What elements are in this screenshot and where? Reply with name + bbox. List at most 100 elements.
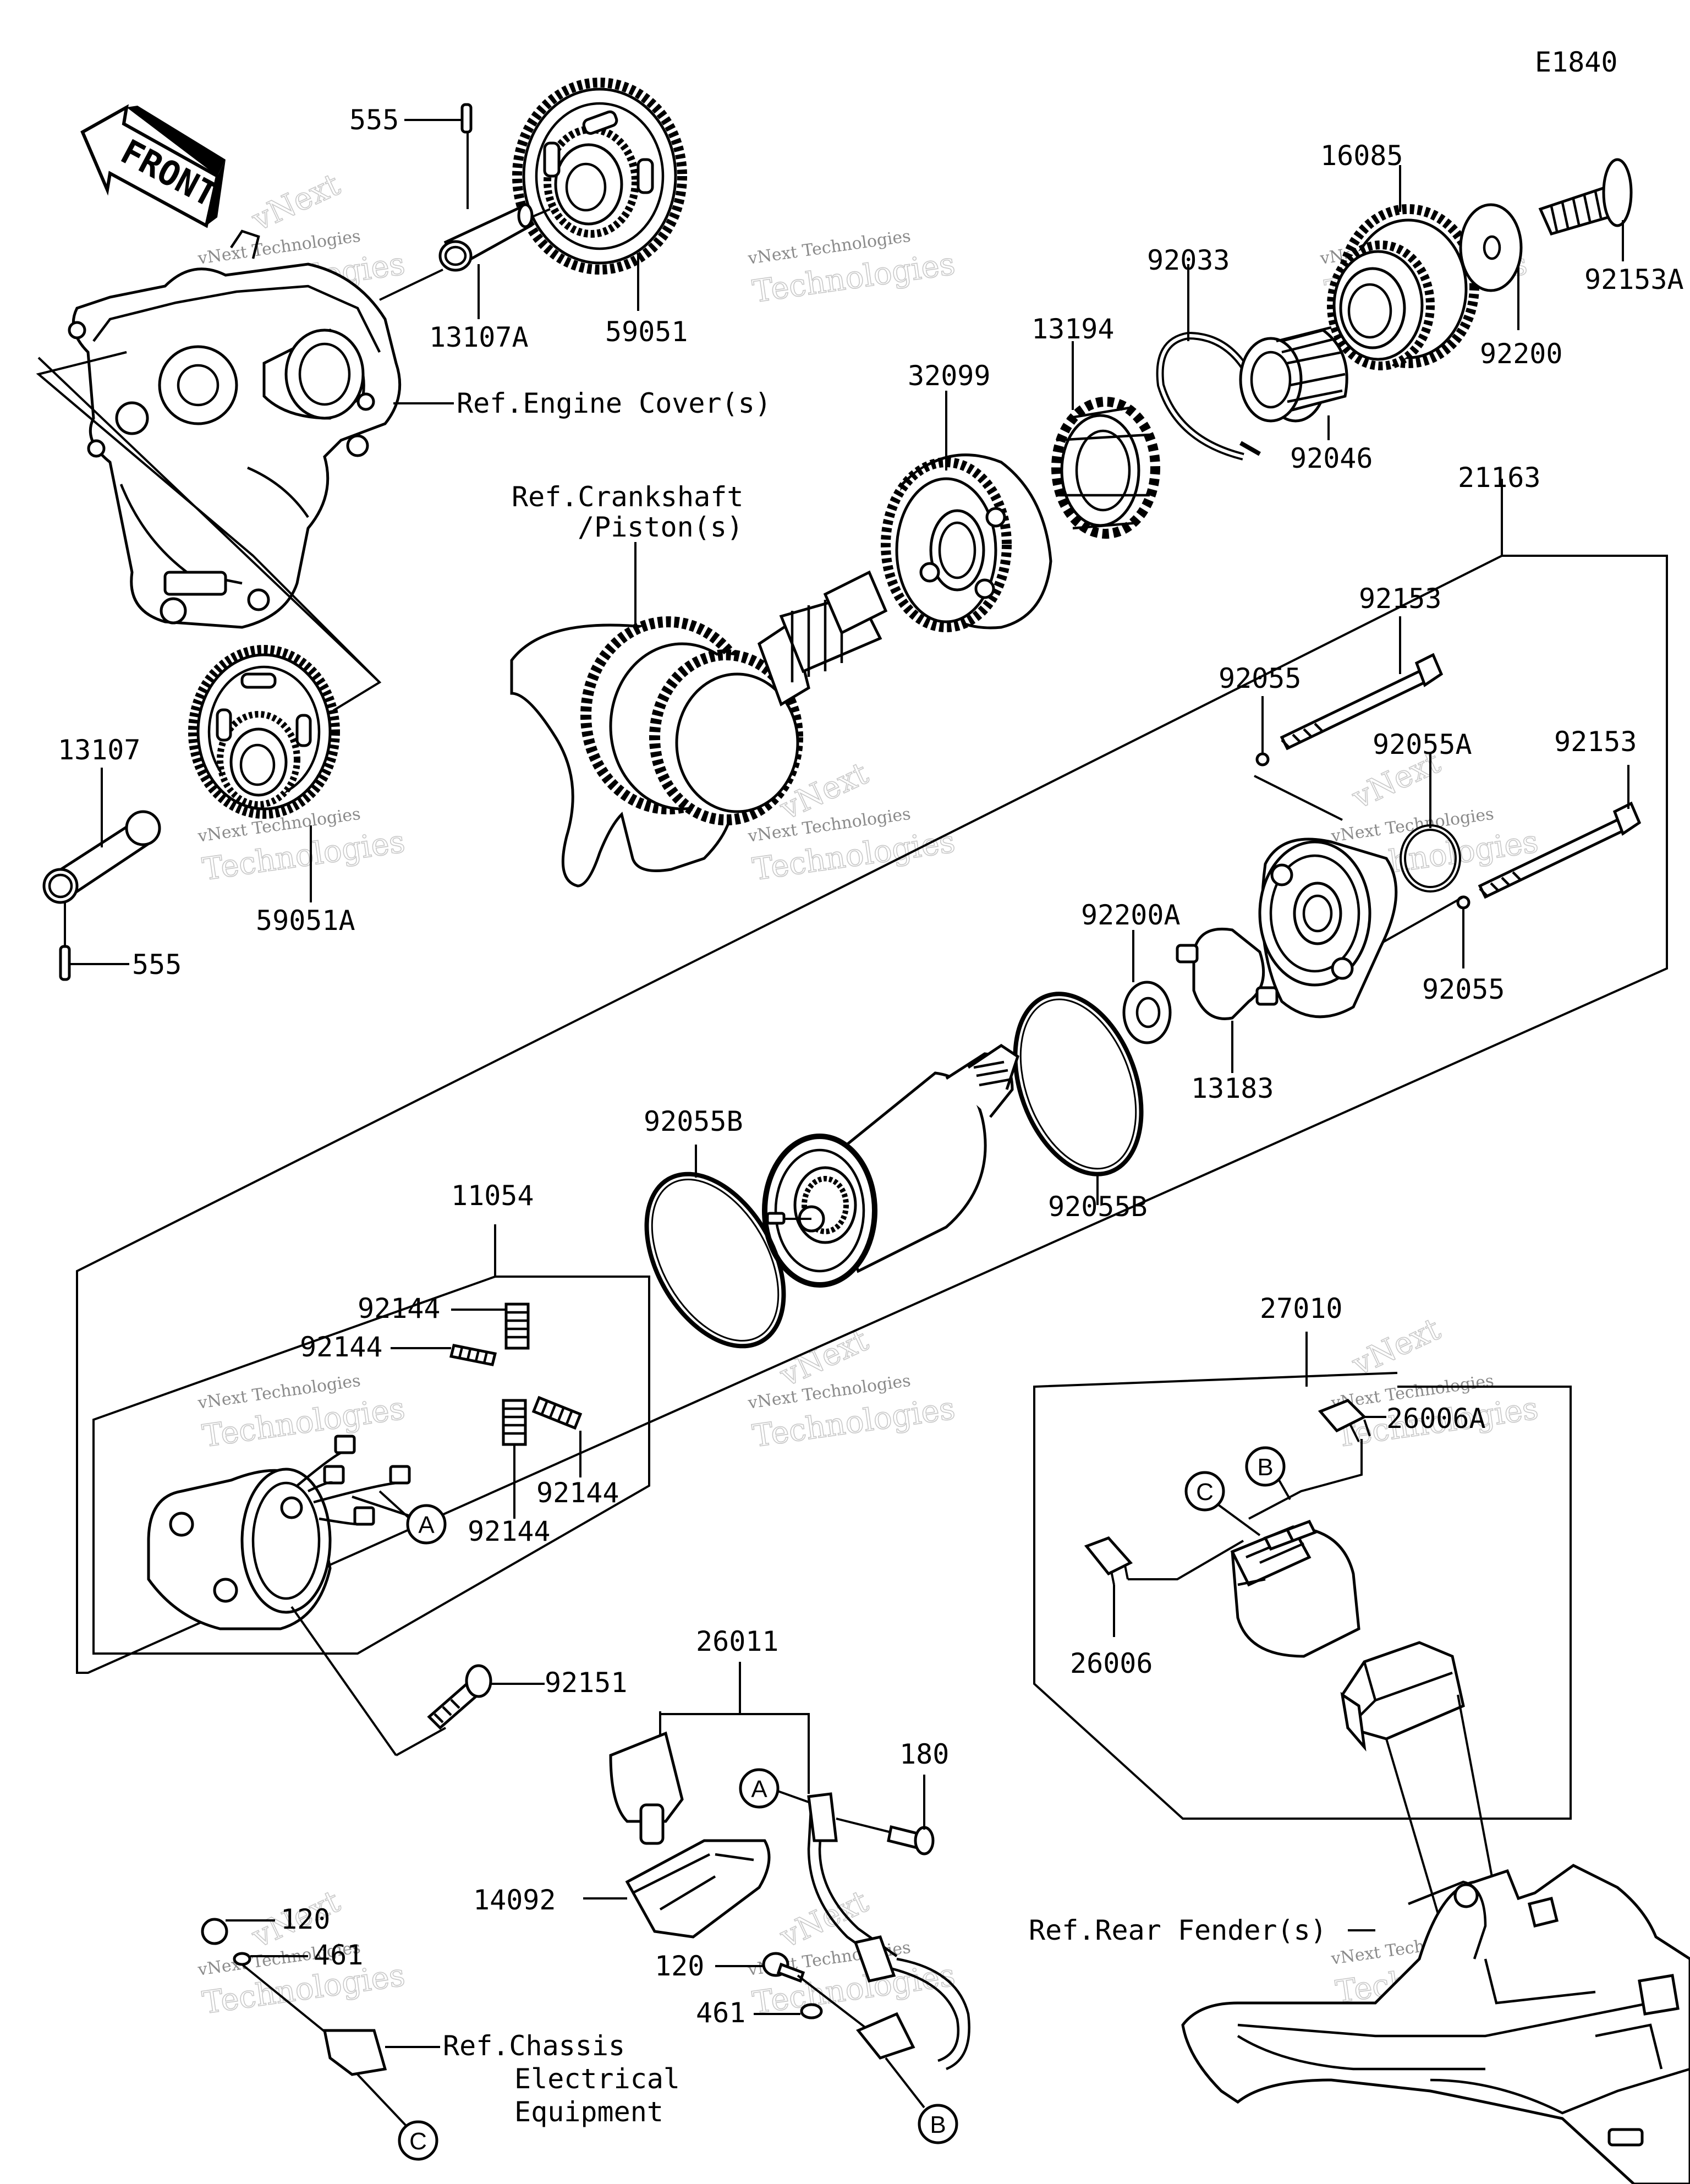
label-92153-a: 92153: [1359, 583, 1442, 615]
bolt-120-center: [715, 1952, 870, 2032]
starter-clutch-32099: [881, 391, 1052, 632]
crankshaft: [510, 542, 888, 888]
label-ref-engine-cover: Ref.Engine Cover(s): [457, 387, 771, 419]
group-outline-11054: [92, 1271, 650, 1655]
svg-text:B: B: [930, 2111, 946, 2138]
fuse-26006: [1084, 1536, 1244, 1637]
rear-fender: [1181, 1864, 1690, 2184]
engine-cover: [68, 229, 402, 629]
label-555-bottom: 555: [132, 949, 182, 981]
plate-13183: [1176, 927, 1279, 1073]
bolt-92153-a: [1280, 616, 1444, 751]
label-92055A: 92055A: [1373, 729, 1472, 760]
part-labels: 555 13107A 59051 Ref.Engine Cover(s) Ref…: [58, 104, 1684, 2128]
label-92046: 92046: [1290, 442, 1373, 474]
connector-a-cable: A: [739, 1768, 809, 1809]
label-92144-d: 92144: [468, 1515, 551, 1547]
connector-b-relay: B: [1245, 1446, 1291, 1500]
starter-relay: [1230, 1519, 1360, 1658]
label-92200A: 92200A: [1081, 899, 1181, 931]
needle-bearing-92046: [1239, 326, 1348, 440]
idle-gear-59051A: [188, 645, 340, 819]
label-ref-chassis-1: Ref.Chassis: [443, 2030, 625, 2062]
svg-text:A: A: [418, 1512, 435, 1539]
bolt-180: [836, 1775, 935, 1855]
label-92055B-a: 92055B: [644, 1105, 743, 1137]
label-92144-a: 92144: [358, 1293, 441, 1324]
label-92151: 92151: [545, 1667, 628, 1699]
starter-end-cover: [1254, 775, 1464, 1019]
label-ref-piston: /Piston(s): [578, 511, 743, 543]
label-92144-b: 92144: [300, 1331, 383, 1363]
label-27010: 27010: [1260, 1293, 1343, 1324]
svg-text:B: B: [1257, 1454, 1273, 1481]
label-461-left: 461: [314, 1939, 363, 1971]
connector-c-relay: C: [1184, 1471, 1261, 1536]
o-ring-92055B-b: [1013, 992, 1144, 1205]
circlip-92033: [1156, 264, 1261, 461]
label-92153-b: 92153: [1554, 726, 1637, 758]
svg-text:A: A: [751, 1776, 767, 1803]
gear-16085: [1327, 165, 1479, 370]
svg-text:vNext: vNext: [246, 167, 346, 238]
washer-92200: [1459, 203, 1523, 330]
label-120-center: 120: [655, 1950, 704, 1982]
front-arrow-icon: FRONT: [80, 104, 226, 228]
terminal-c: [322, 2029, 440, 2128]
connector-c-terminal: C: [398, 2120, 438, 2161]
pin-555-bottom: [59, 902, 129, 981]
label-ref-rear-fender: Ref.Rear Fender(s): [1029, 1914, 1327, 1946]
label-13107: 13107: [58, 734, 141, 766]
label-92055B-b: 92055B: [1048, 1191, 1148, 1223]
spring-92144-c: [502, 1399, 527, 1519]
bolt-92151: [427, 1664, 545, 1730]
o-ring-92055B-a: [644, 1145, 786, 1349]
group-outline-27010: [1033, 1372, 1398, 1820]
label-26006A: 26006A: [1386, 1403, 1486, 1435]
spring-92144-a: [451, 1302, 530, 1350]
label-21163: 21163: [1458, 462, 1541, 494]
svg-text:C: C: [1196, 1479, 1214, 1506]
label-26011: 26011: [696, 1625, 779, 1657]
label-26006: 26006: [1070, 1647, 1153, 1679]
label-120-left: 120: [281, 1903, 330, 1935]
fuse-26006A: [1248, 1399, 1386, 1520]
connector-b-terminal: B: [918, 2104, 958, 2144]
shaft-13107A: [379, 203, 551, 319]
label-92144-c: 92144: [536, 1477, 619, 1509]
bolt-92153-b: [1478, 765, 1642, 899]
washer-461-center: [754, 2003, 823, 2019]
label-16085: 16085: [1320, 140, 1403, 172]
label-14092: 14092: [473, 1884, 556, 1916]
spring-92144-d: [531, 1395, 583, 1477]
label-11054: 11054: [451, 1180, 534, 1212]
label-13183: 13183: [1191, 1072, 1274, 1104]
label-92055-b: 92055: [1422, 973, 1505, 1005]
idle-gear-59051: [512, 78, 687, 275]
label-180: 180: [899, 1738, 949, 1770]
bolt-92153A: [1538, 158, 1633, 261]
one-way-clutch-13194: [1051, 341, 1160, 539]
label-59051: 59051: [605, 316, 688, 348]
label-555-top: 555: [349, 104, 399, 136]
cover-14092: [583, 1839, 771, 1939]
label-ref-crankshaft: Ref.Crankshaft: [512, 481, 743, 513]
svg-text:C: C: [409, 2128, 427, 2155]
label-92033: 92033: [1147, 244, 1230, 276]
starter-motor: [762, 1043, 1019, 1288]
spring-92144-b: [391, 1344, 497, 1366]
bolt-120-left: [201, 1918, 275, 1945]
terminal-b: [855, 2012, 925, 2109]
label-32099: 32099: [908, 360, 991, 392]
washer-461-left: [233, 1952, 331, 2037]
pin-555-top: [404, 103, 473, 209]
connector-boot: [609, 1731, 684, 1845]
label-ref-chassis-3: Equipment: [514, 2096, 663, 2128]
label-ref-chassis-2: Electrical: [514, 2063, 680, 2095]
diagram-code: E1840: [1535, 46, 1618, 78]
brush-holder: [147, 1435, 419, 1630]
label-13107A: 13107A: [429, 321, 529, 353]
label-92055-a: 92055: [1219, 663, 1302, 694]
group-outline-21163: [76, 512, 1668, 1674]
